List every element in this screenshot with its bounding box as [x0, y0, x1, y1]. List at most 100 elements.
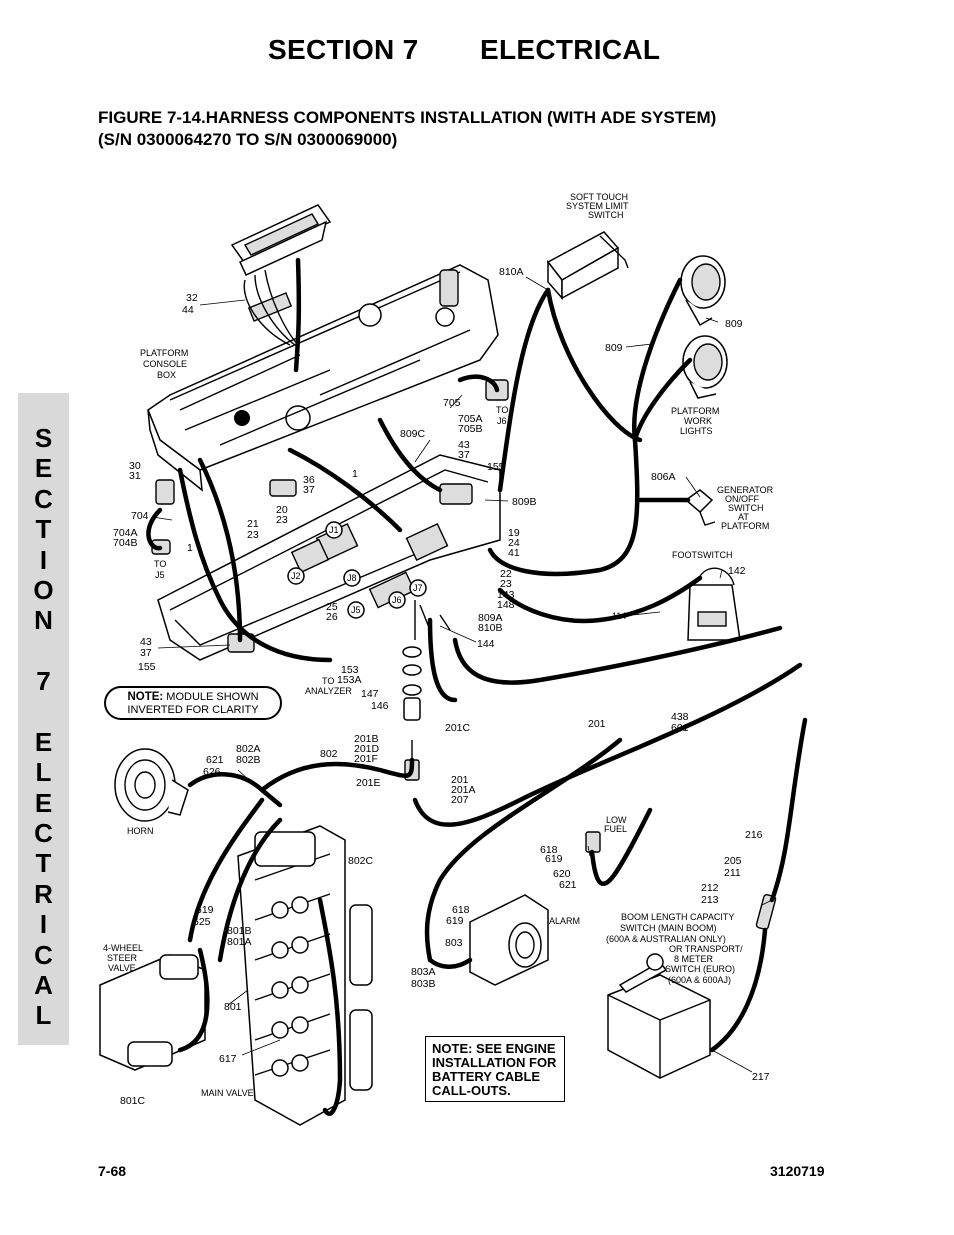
callout-705: 705: [443, 397, 461, 409]
callout-801A: 801A: [227, 936, 252, 948]
callout-626: 626: [203, 766, 221, 778]
section-side-tab[interactable]: S E C T I O N 7 E L E C T R I C A L: [18, 393, 69, 1045]
callout-211: 211: [724, 867, 741, 879]
callout-704: 704: [131, 510, 149, 522]
note-engine-line: CALL-OUTS.: [432, 1083, 511, 1098]
callout-809A: 809A: [478, 612, 503, 624]
callout-153A: 153A: [337, 674, 362, 686]
callout-201D: 201D: [354, 743, 380, 755]
alarm-label: ALARM: [549, 916, 580, 926]
leaders: [151, 276, 773, 1073]
j6-label: J6: [392, 595, 402, 605]
callout-37: 37: [458, 449, 470, 461]
harness-diagram: J1 J2 J8 J5 J6 J7 SOFT TOUCH SYSTEM LIMI…: [99, 192, 808, 1126]
callout-809B: 809B: [512, 496, 537, 508]
callout-619c: 619: [446, 915, 464, 927]
callout-201b: 201: [451, 774, 469, 786]
to-j6-label: TO J6: [496, 405, 511, 426]
tab-letter: I: [39, 544, 48, 575]
platform-work-lights-label: PLATFORM WORK LIGHTS: [671, 406, 722, 436]
callout-212: 212: [701, 882, 719, 894]
callout-705A: 705A: [458, 413, 483, 425]
callout-806A: 806A: [651, 471, 676, 483]
callout-146: 146: [371, 700, 389, 712]
callout-617: 617: [219, 1053, 237, 1065]
callout-23a: 23: [276, 514, 288, 526]
figure-title: FIGURE 7-14.HARNESS COMPONENTS INSTALLAT…: [98, 107, 716, 151]
callout-23b: 23: [247, 529, 259, 541]
callout-153: 153: [341, 664, 359, 676]
callout-1a: 1: [352, 468, 358, 480]
callout-205: 205: [724, 855, 742, 867]
connectors: [151, 379, 509, 653]
horn-label: HORN: [127, 826, 154, 836]
platform-console-box: [147, 264, 499, 492]
tab-letter: A: [34, 970, 53, 1001]
callout-801B: 801B: [227, 925, 252, 937]
tab-letter: C: [34, 939, 53, 970]
alarm: [469, 894, 549, 986]
callout-31: 31: [129, 470, 141, 482]
tab-letter: C: [34, 818, 53, 849]
generator-switch: [684, 489, 716, 526]
callout-23c: 23: [500, 578, 512, 590]
callout-147: 147: [361, 688, 379, 700]
four-wheel-steer-valve: [99, 954, 206, 1071]
boom-length-switch-plug: [755, 894, 777, 930]
footswitch-label: FOOTSWITCH: [672, 550, 733, 560]
platform-console-label: PLATFORM CONSOLE BOX: [140, 348, 191, 380]
tab-letter: L: [35, 757, 52, 788]
low-fuel-sender: [585, 831, 601, 853]
document-number: 3120719: [770, 1163, 825, 1179]
callout-621: 621: [206, 754, 224, 766]
callout-201E: 201E: [356, 777, 381, 789]
callout-25: 25: [326, 601, 338, 613]
note-engine-line: BATTERY CABLE: [432, 1069, 541, 1084]
callout-802A: 802A: [236, 743, 261, 755]
callout-30: 30: [129, 460, 141, 472]
figure-title-line1: FIGURE 7-14.HARNESS COMPONENTS INSTALLAT…: [98, 108, 717, 127]
callout-201a: 201: [588, 718, 606, 730]
section-label: SECTION 7: [268, 34, 419, 65]
callout-44: 44: [182, 304, 194, 316]
callouts: SOFT TOUCH SYSTEM LIMIT SWITCH 810A 32 4…: [103, 192, 774, 1107]
callout-619b: 619: [196, 904, 214, 916]
callout-809-top: 809: [725, 318, 743, 330]
callout-43b: 43: [140, 636, 152, 648]
tab-letter: N: [34, 605, 53, 636]
callout-114: 114: [612, 611, 626, 621]
callout-803: 803: [445, 937, 463, 949]
callout-618a: 618: [540, 844, 558, 856]
callout-704A: 704A: [113, 527, 138, 539]
callout-143: 143: [497, 589, 515, 601]
callout-37c: 37: [140, 647, 152, 659]
note-module-line2: INVERTED FOR CLARITY: [127, 704, 259, 716]
tab-letter: I: [39, 909, 48, 940]
callout-438: 438: [671, 711, 689, 723]
callout-24: 24: [508, 537, 520, 549]
callout-26: 26: [326, 611, 338, 623]
transport-switch: [607, 953, 711, 1079]
tab-letter: O: [33, 574, 54, 605]
callout-601: 601: [671, 722, 689, 734]
callout-216: 216: [745, 829, 763, 841]
callout-705B: 705B: [458, 423, 483, 435]
section-name: ELECTRICAL: [480, 34, 661, 65]
main-valve: [237, 825, 373, 1126]
tab-letter: T: [35, 514, 52, 545]
soft-touch-switch: [546, 231, 629, 300]
callout-803B: 803B: [411, 978, 436, 990]
callout-21: 21: [247, 518, 259, 530]
callout-704B: 704B: [113, 537, 138, 549]
callout-802: 802: [320, 748, 338, 760]
callout-207: 207: [451, 794, 469, 806]
callout-217: 217: [752, 1071, 770, 1083]
callout-43: 43: [458, 439, 470, 451]
callout-618b: 618: [452, 904, 470, 916]
tab-letter: 7: [36, 666, 51, 697]
j-markers: J1 J2 J8 J5 J6 J7: [287, 521, 427, 619]
note-engine-line: INSTALLATION FOR: [432, 1055, 557, 1070]
callout-201B: 201B: [354, 733, 379, 745]
soft-touch-label: SOFT TOUCH SYSTEM LIMIT SWITCH: [566, 192, 631, 220]
